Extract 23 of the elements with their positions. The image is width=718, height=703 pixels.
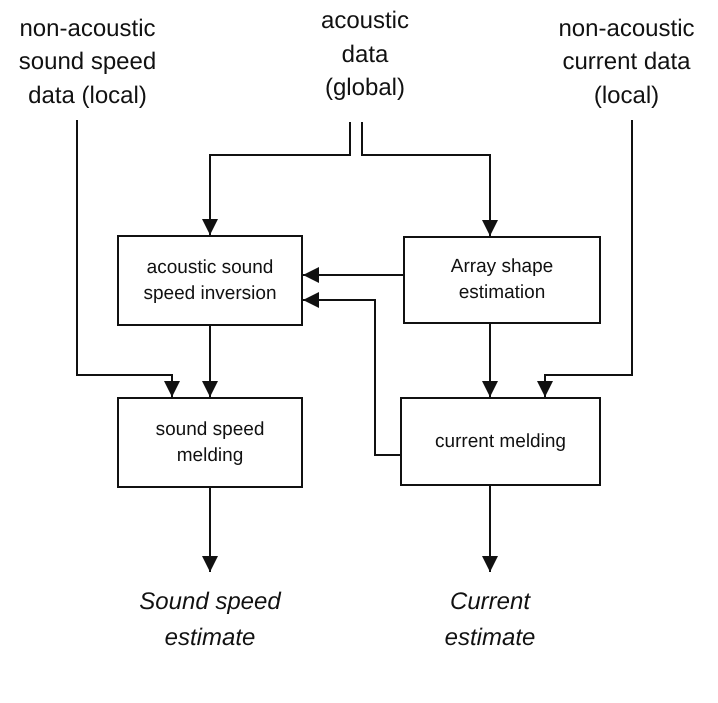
box-label: acoustic sound speed inversion — [142, 256, 278, 306]
output-label: Sound speed estimate — [138, 587, 282, 653]
arrow — [202, 122, 351, 235]
data-source-label: non-acoustic sound speed data (local) — [18, 14, 158, 111]
arrow — [202, 326, 218, 397]
arrow — [303, 267, 403, 283]
arrow — [361, 122, 498, 236]
box-label: current melding — [435, 430, 566, 454]
arrow — [537, 120, 633, 397]
process-box — [117, 397, 303, 488]
arrow — [76, 120, 180, 397]
arrow — [482, 324, 498, 397]
box-label: Array shape estimation — [450, 255, 554, 305]
arrow — [303, 292, 400, 456]
output-label: Current estimate — [444, 587, 536, 653]
data-source-label: non-acoustic current data (local) — [557, 14, 696, 111]
arrow — [202, 488, 218, 572]
arrow — [482, 486, 498, 572]
box-label: sound speed melding — [154, 418, 266, 468]
process-box — [117, 235, 303, 326]
data-source-label: acoustic data (global) — [320, 6, 410, 104]
process-box — [400, 397, 601, 486]
process-box — [403, 236, 601, 324]
